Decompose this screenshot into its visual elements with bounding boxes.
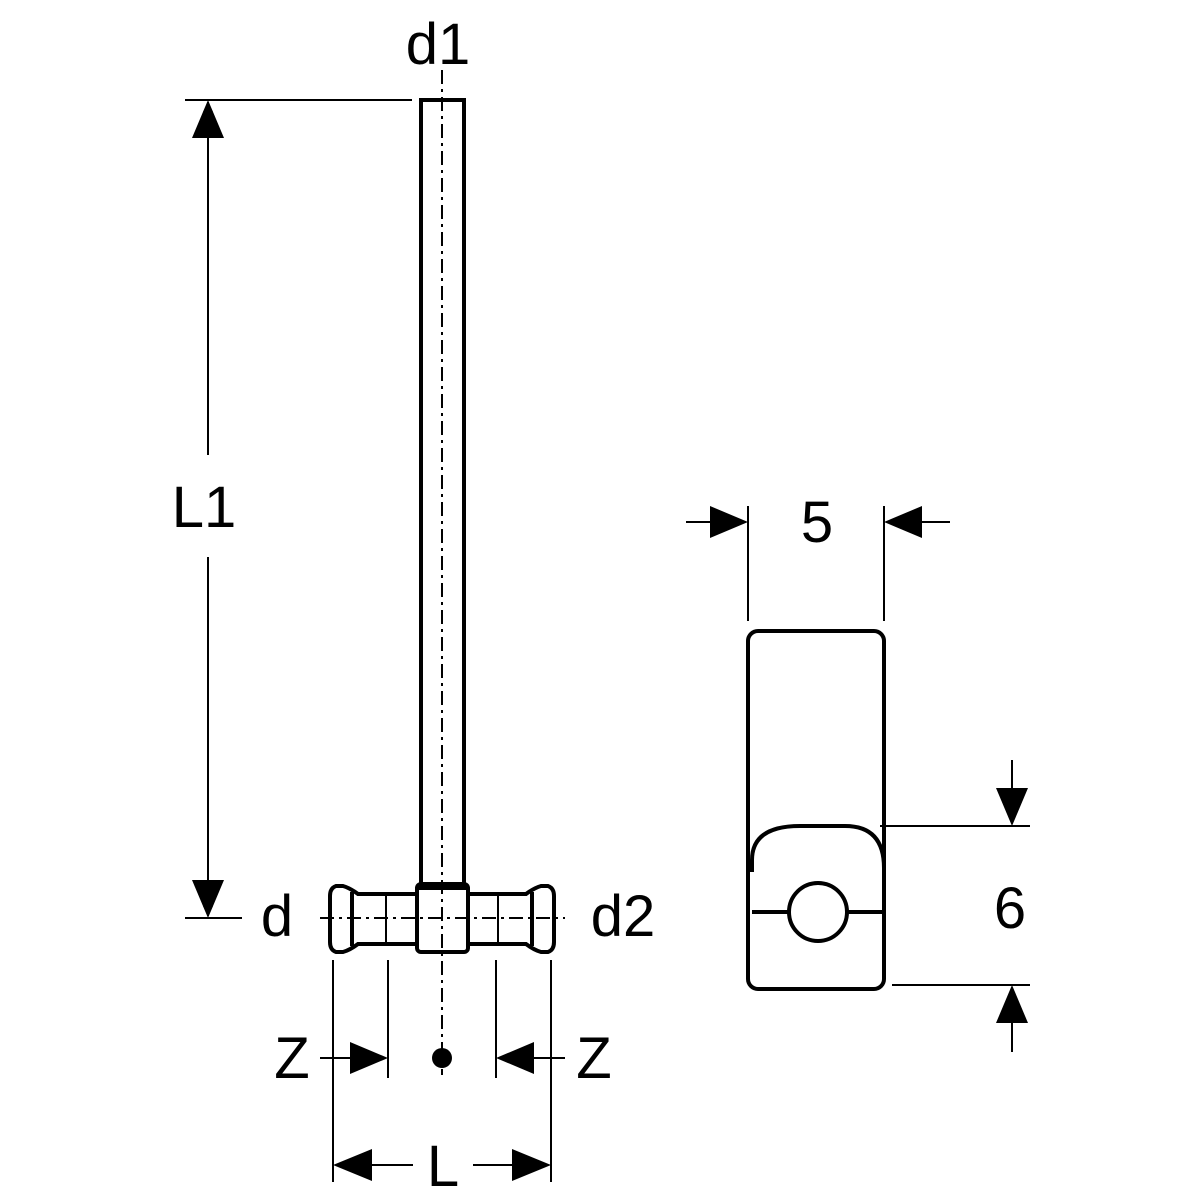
dimension-6 — [880, 760, 1030, 1052]
center-point — [432, 1048, 452, 1068]
dimension-L1 — [185, 99, 412, 919]
dimension-z-right — [496, 1042, 565, 1074]
label-d: d — [261, 884, 293, 949]
pipe-hole — [787, 881, 849, 943]
front-view — [185, 70, 565, 1182]
label-5: 5 — [801, 490, 833, 555]
bottom-extension-lines — [332, 960, 552, 1182]
bracket-plate — [746, 629, 886, 991]
dimension-z-left — [320, 1042, 388, 1074]
dimension-L — [333, 1149, 551, 1181]
dimension-5 — [686, 506, 950, 621]
label-6: 6 — [994, 876, 1026, 941]
right-press-fitting — [468, 884, 556, 954]
label-d2: d2 — [591, 884, 656, 949]
label-z-right: Z — [576, 1026, 611, 1091]
side-view — [686, 506, 1030, 1052]
bracket-clamp — [750, 824, 886, 900]
label-d1: d1 — [406, 12, 471, 77]
label-L1: L1 — [172, 475, 237, 540]
label-L: L — [427, 1134, 459, 1199]
label-z-left: Z — [274, 1026, 309, 1091]
